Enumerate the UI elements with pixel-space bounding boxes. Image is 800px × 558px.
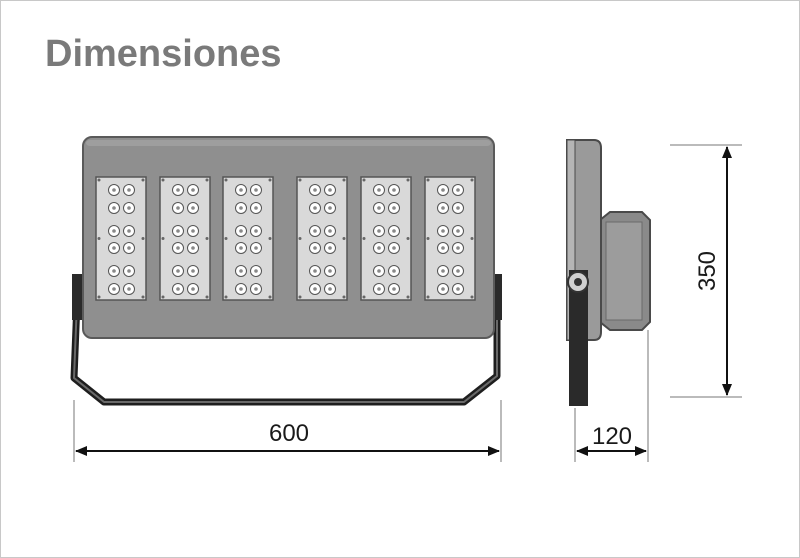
dimension-depth: 120 (574, 330, 649, 462)
width-label: 600 (269, 420, 309, 447)
depth-label: 120 (592, 423, 632, 450)
dimension-height: 350 (670, 144, 742, 398)
dimension-width: 600 (73, 400, 502, 462)
side-bracket-arm (569, 270, 588, 406)
bracket-pivot-left (72, 274, 84, 320)
led-module (296, 176, 348, 301)
led-module (95, 176, 147, 301)
front-view (70, 136, 502, 406)
side-view (566, 139, 651, 406)
led-module (159, 176, 211, 301)
led-module (222, 176, 274, 301)
page-title: Dimensiones (45, 33, 282, 75)
led-modules (95, 176, 476, 301)
height-label: 350 (694, 251, 721, 291)
led-module (360, 176, 412, 301)
led-module (424, 176, 476, 301)
